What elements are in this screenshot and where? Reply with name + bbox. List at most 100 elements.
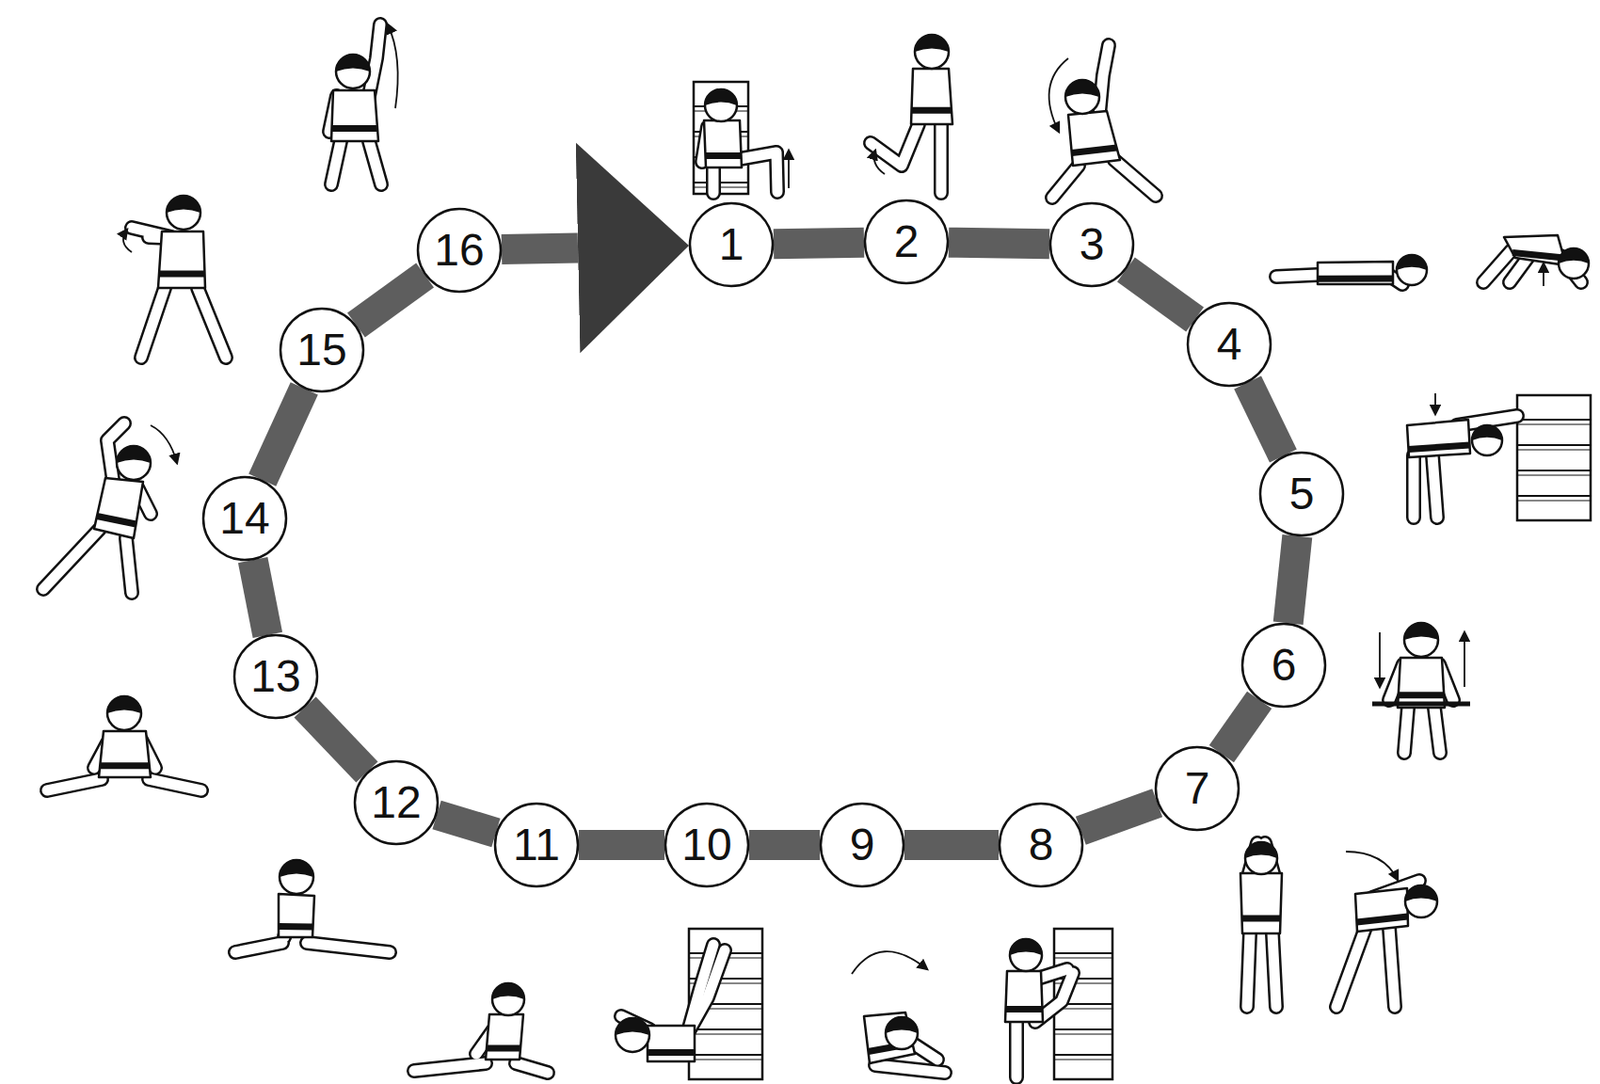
station-circle: 1 xyxy=(688,201,775,288)
track-band xyxy=(262,388,305,480)
station-circle: 2 xyxy=(863,198,950,286)
gi-jacket xyxy=(278,894,315,938)
limb-outline xyxy=(1114,160,1156,196)
station-circle: 8 xyxy=(997,801,1085,889)
station-number: 3 xyxy=(1079,222,1105,268)
exercise-figure xyxy=(1276,255,1427,286)
limb-fill xyxy=(1011,1022,1023,1078)
motion-arrow xyxy=(874,150,885,175)
station-number: 8 xyxy=(1028,822,1055,868)
limb-fill xyxy=(1336,929,1365,1008)
limb-outline xyxy=(306,943,390,953)
exercise-figure xyxy=(1240,842,1282,1008)
wall-bars-rung xyxy=(1054,1033,1113,1035)
circle-shape xyxy=(495,803,578,887)
limb-outline xyxy=(1389,928,1395,1008)
limb-outline xyxy=(1008,1022,1024,1078)
circle-shape xyxy=(234,635,318,719)
exercise-figure xyxy=(1336,880,1438,1008)
belt xyxy=(1512,253,1565,259)
head xyxy=(107,696,142,731)
limb-fill xyxy=(1276,274,1318,277)
limb-outline xyxy=(1272,933,1277,1008)
limb-fill xyxy=(1247,933,1250,1008)
wall-bars-rung xyxy=(688,1028,763,1031)
gi-jacket xyxy=(911,68,953,125)
limb-fill xyxy=(368,24,381,96)
track-band xyxy=(749,830,820,861)
hair xyxy=(1009,939,1042,956)
wall-bars-rung xyxy=(688,1033,763,1035)
gi-jacket xyxy=(1504,235,1567,266)
limb-outline xyxy=(414,1063,486,1072)
head xyxy=(1405,885,1438,918)
motion-arrow xyxy=(123,229,132,253)
motion-arrow xyxy=(1434,393,1437,415)
gi-jacket xyxy=(1355,888,1408,932)
limb-outline xyxy=(1052,165,1079,198)
station-circle: 4 xyxy=(1185,301,1273,388)
belt xyxy=(159,271,206,278)
circle-shape xyxy=(665,803,749,887)
limb-fill xyxy=(708,167,720,193)
gi-jacket xyxy=(1005,971,1043,1023)
motion-arrow xyxy=(851,951,928,975)
head xyxy=(116,446,151,480)
exercise-figure xyxy=(1483,235,1589,283)
belt xyxy=(1317,275,1393,283)
station-circle: 9 xyxy=(818,801,906,889)
circle-shape xyxy=(1187,303,1271,386)
station-number: 14 xyxy=(219,496,270,542)
gi-jacket xyxy=(331,90,379,142)
exercise-figure xyxy=(1052,45,1156,198)
belt xyxy=(1072,147,1118,154)
hair xyxy=(1245,842,1278,859)
exercise-figure xyxy=(131,195,226,358)
circle-shape xyxy=(1155,747,1239,831)
motion-arrow xyxy=(1463,632,1466,688)
limb-outline xyxy=(515,1063,548,1073)
station-number: 1 xyxy=(719,222,745,268)
belt xyxy=(486,1045,521,1053)
head xyxy=(279,860,314,895)
wall-bars-frame xyxy=(1517,395,1591,521)
circle-shape xyxy=(280,308,364,392)
hair xyxy=(1558,248,1589,264)
wall-bars-rung xyxy=(1517,418,1591,421)
belt xyxy=(332,125,379,132)
limb-fill xyxy=(870,124,919,166)
track-band xyxy=(1125,269,1195,320)
limb-fill xyxy=(1408,455,1420,518)
wall-bars-rung xyxy=(1517,474,1591,476)
gi-jacket xyxy=(1317,261,1393,285)
exercise-figure xyxy=(864,1012,945,1073)
limb-outline xyxy=(368,24,381,96)
hair xyxy=(1472,425,1503,441)
wall-bars-rung xyxy=(1054,1028,1113,1031)
limb-outline xyxy=(1336,929,1365,1008)
wall-bars-rung xyxy=(1054,952,1113,955)
head xyxy=(1396,255,1427,286)
hair xyxy=(1065,80,1100,97)
wall-bars-rung xyxy=(688,1058,763,1060)
belt xyxy=(705,152,742,160)
limb-outline xyxy=(148,779,202,791)
gi-jacket xyxy=(1240,873,1282,934)
exercise-figure xyxy=(870,34,953,193)
limb-fill xyxy=(148,779,202,791)
gi-jacket xyxy=(485,1014,524,1060)
exercise-figure xyxy=(1389,623,1454,753)
head xyxy=(704,89,737,122)
hair xyxy=(885,1017,918,1034)
limb-fill xyxy=(47,779,102,791)
gi-jacket xyxy=(704,120,742,168)
station-number: 7 xyxy=(1184,766,1211,812)
wall-bars-frame xyxy=(693,81,749,194)
limb-fill xyxy=(126,538,132,593)
hair xyxy=(1396,255,1427,271)
motion-arrow xyxy=(787,150,790,189)
wall-bars xyxy=(693,81,749,194)
track-band xyxy=(436,815,496,833)
limb-fill xyxy=(936,124,947,193)
